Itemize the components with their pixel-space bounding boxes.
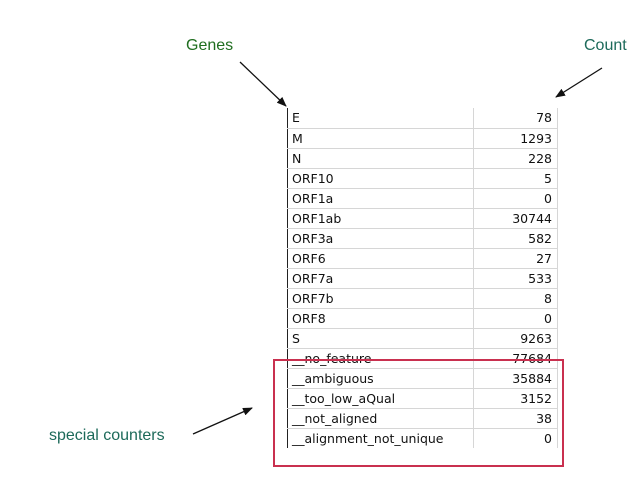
gene-cell[interactable]: S — [287, 328, 474, 349]
count-cell[interactable]: 228 — [473, 148, 559, 169]
table-row: __too_low_aQual 3152 — [287, 388, 559, 409]
count-cell[interactable]: 30744 — [473, 208, 559, 229]
count-cell[interactable]: 0 — [473, 188, 559, 209]
gene-cell[interactable]: ORF6 — [287, 248, 474, 269]
table-row: M 1293 — [287, 128, 559, 149]
count-cell[interactable]: 38 — [473, 408, 559, 429]
gene-cell[interactable]: __alignment_not_unique — [287, 428, 474, 448]
gene-cell[interactable]: M — [287, 128, 474, 149]
gene-cell[interactable]: E — [287, 108, 474, 129]
gene-cell[interactable]: ORF7a — [287, 268, 474, 289]
gene-cell[interactable]: ORF8 — [287, 308, 474, 329]
gene-cell[interactable]: __too_low_aQual — [287, 388, 474, 409]
count-label: Count — [584, 37, 627, 54]
special-counters-arrow-icon — [192, 407, 253, 435]
table-row: ORF6 27 — [287, 248, 559, 269]
gene-cell[interactable]: ORF3a — [287, 228, 474, 249]
table-row: ORF8 0 — [287, 308, 559, 329]
table-row: ORF7b 8 — [287, 288, 559, 309]
count-cell[interactable]: 77684 — [473, 348, 559, 369]
special-counters-label: special counters — [49, 427, 165, 444]
table-row: ORF3a 582 — [287, 228, 559, 249]
gene-cell[interactable]: __ambiguous — [287, 368, 474, 389]
table-row: E 78 — [287, 108, 559, 129]
count-cell[interactable]: 8 — [473, 288, 559, 309]
count-cell[interactable]: 78 — [473, 108, 559, 129]
count-cell[interactable]: 533 — [473, 268, 559, 289]
count-cell[interactable]: 0 — [473, 428, 559, 448]
gene-cell[interactable]: ORF1ab — [287, 208, 474, 229]
count-cell[interactable]: 3152 — [473, 388, 559, 409]
gene-cell[interactable]: ORF7b — [287, 288, 474, 309]
gene-cell[interactable]: __no_feature — [287, 348, 474, 369]
count-cell[interactable]: 1293 — [473, 128, 559, 149]
genes-arrow-icon — [239, 61, 287, 107]
count-arrow-icon — [555, 67, 603, 98]
count-cell[interactable]: 27 — [473, 248, 559, 269]
gene-cell[interactable]: __not_aligned — [287, 408, 474, 429]
table-row: S 9263 — [287, 328, 559, 349]
table-row: __not_aligned 38 — [287, 408, 559, 429]
gene-cell[interactable]: ORF10 — [287, 168, 474, 189]
gene-count-table: E 78 M 1293 N 228 ORF10 5 ORF1a 0 ORF1ab… — [287, 108, 559, 448]
table-row: __ambiguous 35884 — [287, 368, 559, 389]
count-cell[interactable]: 35884 — [473, 368, 559, 389]
table-row: ORF7a 533 — [287, 268, 559, 289]
table-row: __alignment_not_unique 0 — [287, 428, 559, 448]
table-row: ORF1ab 30744 — [287, 208, 559, 229]
genes-label: Genes — [186, 37, 234, 54]
table-row: ORF10 5 — [287, 168, 559, 189]
count-cell[interactable]: 0 — [473, 308, 559, 329]
count-cell[interactable]: 5 — [473, 168, 559, 189]
table-row: __no_feature 77684 — [287, 348, 559, 369]
table-row: N 228 — [287, 148, 559, 169]
count-cell[interactable]: 9263 — [473, 328, 559, 349]
table-row: ORF1a 0 — [287, 188, 559, 209]
count-cell[interactable]: 582 — [473, 228, 559, 249]
gene-cell[interactable]: N — [287, 148, 474, 169]
gene-cell[interactable]: ORF1a — [287, 188, 474, 209]
